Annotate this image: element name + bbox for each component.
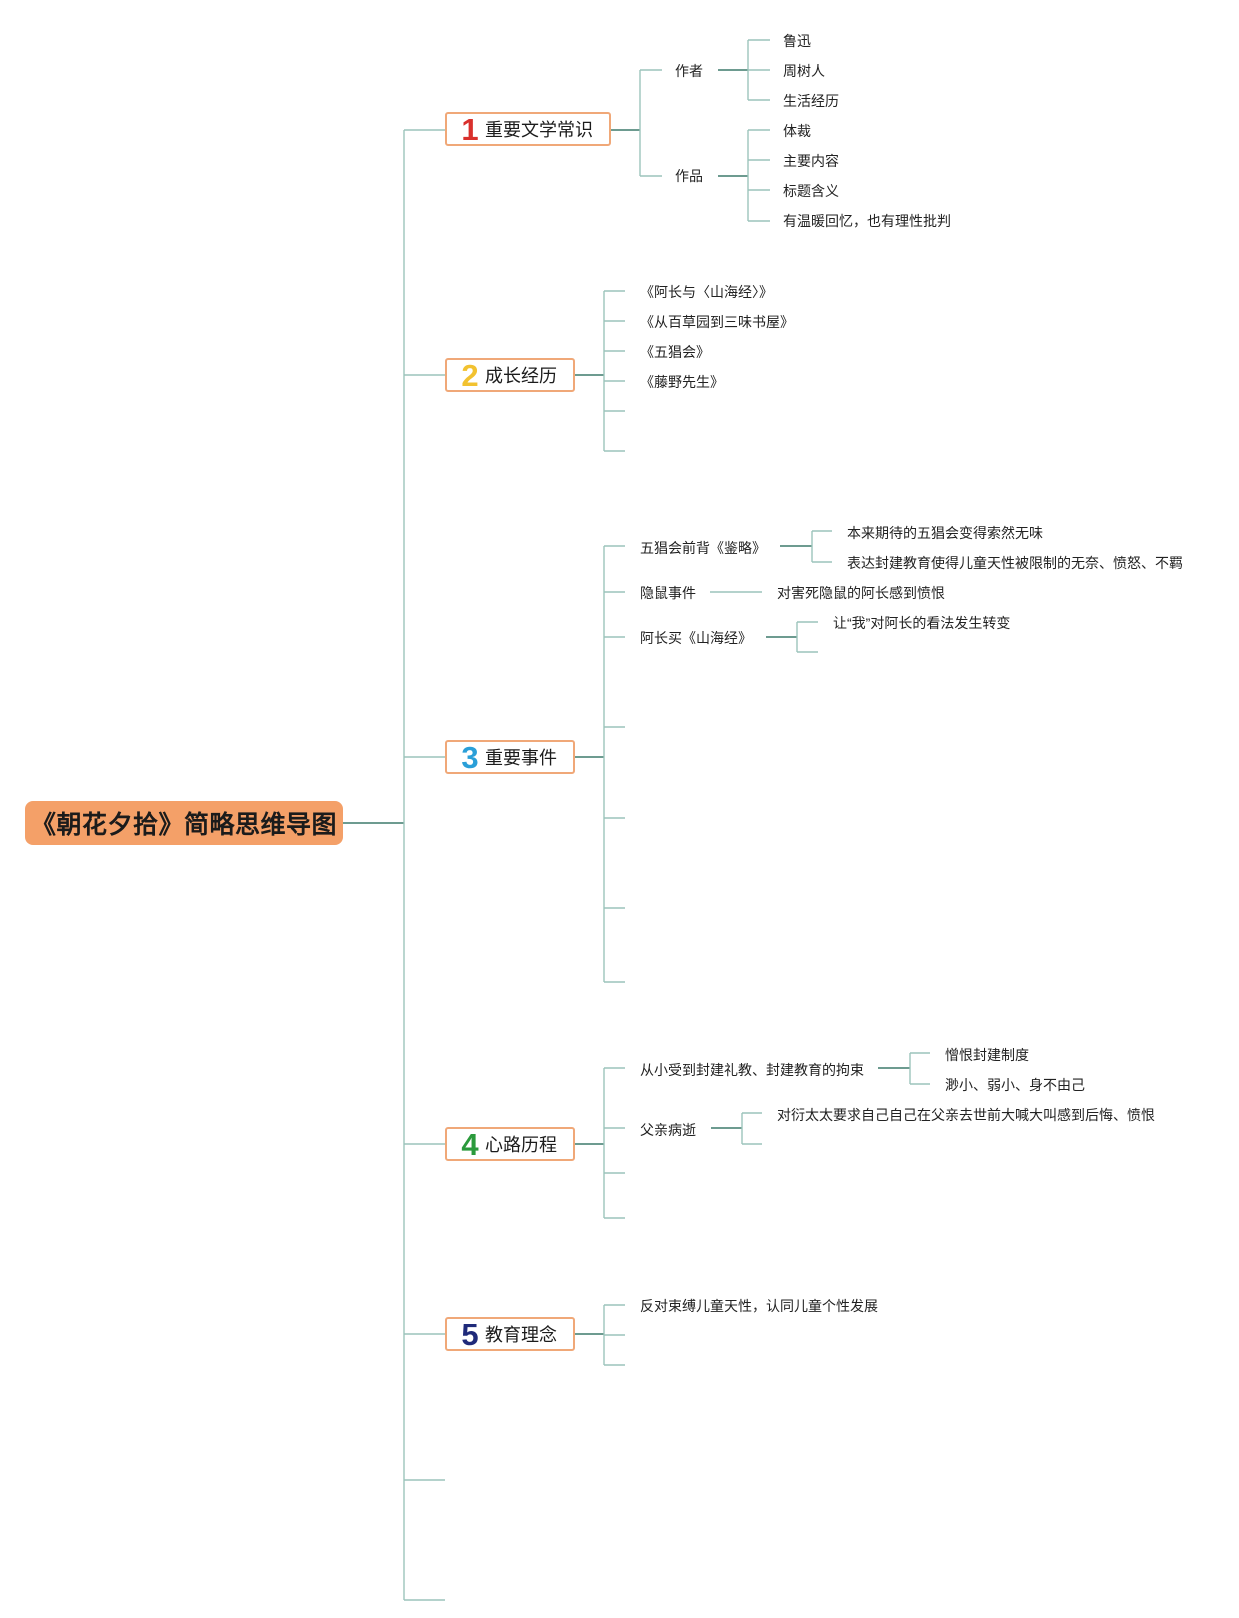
category-number: 3 — [461, 739, 479, 775]
root-node-title[interactable]: 《朝花夕拾》简略思维导图 — [25, 801, 343, 845]
detail-node[interactable]: 让“我”对阿长的看法发生转变 — [833, 615, 1011, 631]
category-label: 重要文学常识 — [485, 120, 593, 140]
leaf-node[interactable]: 主要内容 — [783, 153, 839, 169]
detail-node[interactable]: 对衍太太要求自己自己在父亲去世前大喊大叫感到后悔、愤恨 — [777, 1107, 1155, 1123]
leaf-node[interactable]: 《藤野先生》 — [640, 374, 724, 390]
leaf-node[interactable]: 《五猖会》 — [640, 344, 710, 360]
category-important-events[interactable]: 3 重要事件 — [445, 740, 575, 774]
branch-author[interactable]: 作者 — [675, 63, 703, 79]
leaf-node[interactable]: 生活经历 — [783, 93, 839, 109]
event-node[interactable]: 五猖会前背《鉴略》 — [640, 540, 766, 556]
leaf-node[interactable]: 《阿长与〈山海经〉》 — [640, 284, 773, 300]
category-label: 成长经历 — [485, 366, 557, 386]
category-literary-knowledge[interactable]: 1 重要文学常识 — [445, 112, 611, 146]
leaf-node[interactable]: 鲁迅 — [783, 33, 811, 49]
detail-node[interactable]: 表达封建教育使得儿童天性被限制的无奈、愤怒、不羁 — [847, 555, 1183, 571]
leaf-node[interactable]: 体裁 — [783, 123, 811, 139]
category-growth-experience[interactable]: 2 成长经历 — [445, 358, 575, 392]
category-number: 4 — [461, 1126, 479, 1162]
category-label: 教育理念 — [485, 1325, 557, 1345]
detail-node[interactable]: 对害死隐鼠的阿长感到愤恨 — [777, 585, 945, 601]
category-number: 5 — [461, 1316, 479, 1352]
event-node[interactable]: 父亲病逝 — [640, 1122, 696, 1138]
detail-node[interactable]: 渺小、弱小、身不由己 — [945, 1077, 1085, 1093]
leaf-node[interactable]: 《从百草园到三味书屋》 — [640, 314, 794, 330]
category-label: 心路历程 — [485, 1135, 557, 1155]
category-mental-journey[interactable]: 4 心路历程 — [445, 1127, 575, 1161]
event-node[interactable]: 阿长买《山海经》 — [640, 630, 752, 646]
leaf-node[interactable]: 有温暖回忆，也有理性批判 — [783, 213, 951, 229]
category-number: 2 — [461, 357, 479, 393]
category-education-philosophy[interactable]: 5 教育理念 — [445, 1317, 575, 1351]
category-label: 重要事件 — [485, 748, 557, 768]
event-node[interactable]: 隐鼠事件 — [640, 585, 696, 601]
leaf-node[interactable]: 周树人 — [783, 63, 825, 79]
leaf-node[interactable]: 标题含义 — [783, 183, 839, 199]
detail-node[interactable]: 本来期待的五猖会变得索然无味 — [847, 525, 1043, 541]
detail-node[interactable]: 憎恨封建制度 — [945, 1047, 1029, 1063]
event-node[interactable]: 从小受到封建礼教、封建教育的拘束 — [640, 1062, 864, 1078]
leaf-node[interactable]: 反对束缚儿童天性，认同儿童个性发展 — [640, 1298, 878, 1314]
category-number: 1 — [461, 111, 479, 147]
branch-works[interactable]: 作品 — [675, 168, 703, 184]
